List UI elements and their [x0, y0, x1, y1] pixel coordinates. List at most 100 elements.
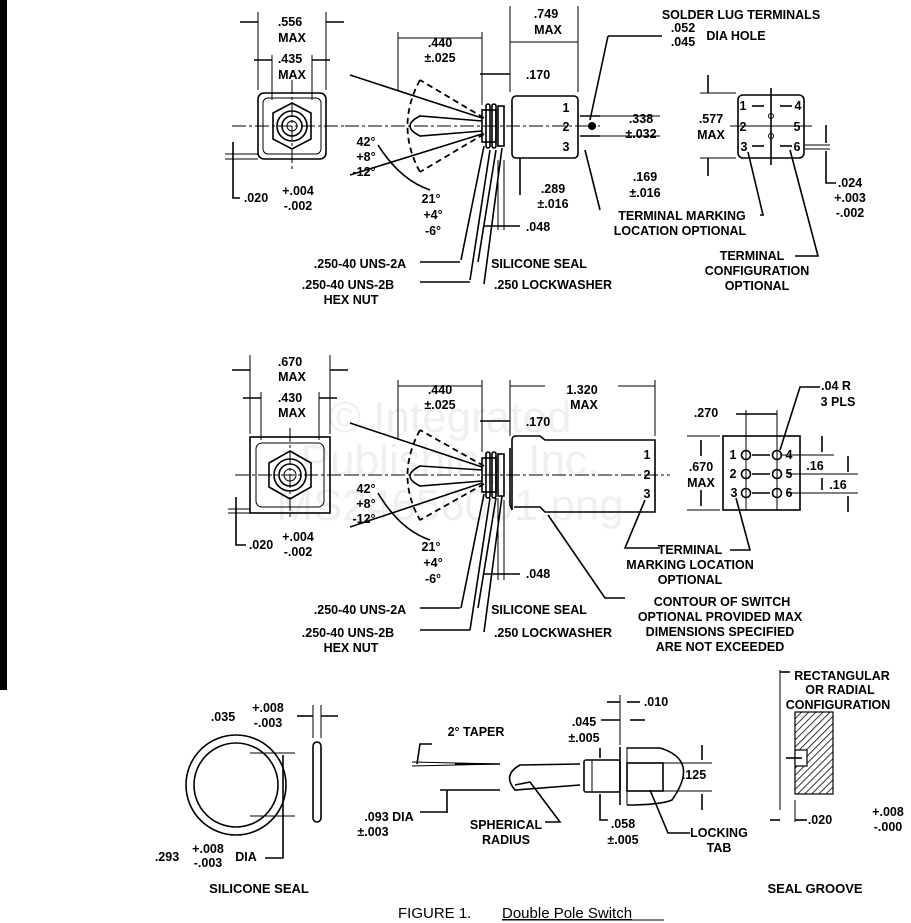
- v1-angle1-plus: +8°: [356, 150, 375, 164]
- v2-angle1-minus: -12°: [352, 512, 375, 526]
- v1-dia-hole: DIA HOLE: [706, 29, 765, 43]
- v1-offset: .020: [244, 191, 268, 205]
- v2-lockwasher: .250 LOCKWASHER: [494, 626, 612, 640]
- v1-angle2-plus: +4°: [423, 208, 442, 222]
- v1-end-pin-5: 5: [794, 120, 801, 134]
- v2-flange: .048: [526, 567, 550, 581]
- v2-angle1-plus: +8°: [356, 497, 375, 511]
- v2-angle1: 42°: [357, 482, 376, 496]
- v1-height: .577: [699, 112, 723, 126]
- v1-body-length-max: MAX: [534, 23, 562, 37]
- v1-seal: SILICONE SEAL: [491, 257, 587, 271]
- page-edge-bar: [0, 0, 7, 690]
- figure-number: FIGURE 1.: [398, 905, 471, 922]
- seal-dia-minus: -.003: [194, 856, 223, 870]
- v2-width-inner-max: MAX: [278, 406, 306, 420]
- v1-end-pin-3: 3: [741, 140, 748, 154]
- lever-height: .125: [682, 768, 706, 782]
- v2-radius: .04 R: [821, 379, 851, 393]
- v1-lug-thickness: .024: [838, 176, 862, 190]
- v1-angle1-minus: -12°: [352, 165, 375, 179]
- v1-end-pin-4: 4: [795, 99, 802, 113]
- v2-angle2-minus: -6°: [425, 572, 441, 586]
- v1-angle1: 42°: [357, 135, 376, 149]
- lever-spherical-1: SPHERICAL: [470, 818, 543, 832]
- v1-thread-b: .250-40 UNS-2B: [302, 278, 394, 292]
- view1-side: [345, 6, 662, 285]
- v2-pin-1: 1: [644, 448, 651, 462]
- v2-pitch-2: .16: [829, 478, 846, 492]
- v2-height: .670: [689, 460, 713, 474]
- v2-pin-spacing: .270: [694, 406, 718, 420]
- v2-radius-places: 3 PLS: [821, 395, 856, 409]
- v1-hex-nut: HEX NUT: [324, 293, 379, 307]
- v1-lug-height-tol: ±.016: [537, 197, 568, 211]
- v2-body-length: 1.320: [566, 383, 597, 397]
- lever-tab-width: .045: [572, 715, 596, 729]
- seal-dia: .293: [155, 850, 179, 864]
- lever-locking-1: LOCKING: [690, 826, 748, 840]
- v1-height-max: MAX: [697, 128, 725, 142]
- v2-marking-3: OPTIONAL: [658, 573, 723, 587]
- v2-contour-2: OPTIONAL PROVIDED MAX: [638, 610, 803, 624]
- v1-lever-tol: ±.025: [424, 51, 455, 65]
- view2-front: [228, 355, 350, 546]
- seal-dia-plus: +.008: [192, 842, 224, 856]
- seal-caption: SILICONE SEAL: [209, 881, 309, 896]
- v1-lug-offset: .169: [633, 170, 657, 184]
- v2-end-pin-4: 4: [786, 448, 793, 462]
- svg-text:Publishing, Inc.: Publishing, Inc.: [301, 436, 599, 485]
- view1-end: [700, 75, 836, 257]
- svg-text:MS24656001.png: MS24656001.png: [276, 481, 623, 530]
- v2-offset-plus: +.004: [282, 530, 314, 544]
- v1-lug-thickness-plus: +.003: [834, 191, 866, 205]
- seal-thickness: .035: [211, 710, 235, 724]
- v2-bushing: .170: [526, 415, 550, 429]
- lever-detail: [411, 695, 712, 834]
- v2-pin-3: 3: [644, 487, 651, 501]
- groove-depth-minus: -.000: [874, 820, 903, 834]
- v1-lockwasher: .250 LOCKWASHER: [494, 278, 612, 292]
- watermark: © Integrated Publishing, Inc. MS24656001…: [276, 393, 623, 530]
- v1-hole-max: .052: [671, 21, 695, 35]
- v2-width-inner: .430: [278, 391, 302, 405]
- v1-end-pin-1: 1: [740, 99, 747, 113]
- v2-marking-1: TERMINAL: [658, 543, 723, 557]
- v1-flange: .048: [526, 220, 550, 234]
- v1-width-outer: .556: [278, 15, 302, 29]
- v2-end-pin-5: 5: [786, 467, 793, 481]
- v1-width-inner: .435: [278, 52, 302, 66]
- v2-end-pin-6: 6: [786, 486, 793, 500]
- lever-taper: 2° TAPER: [448, 725, 505, 739]
- seal-detail: [185, 705, 338, 859]
- groove-depth-plus: +.008: [872, 805, 904, 819]
- view2-side: [345, 380, 670, 633]
- v1-offset-minus: -.002: [284, 199, 313, 213]
- v2-contour-3: DIMENSIONS SPECIFIED: [646, 625, 795, 639]
- v1-pin-1: 1: [563, 101, 570, 115]
- figure-title: Double Pole Switch: [502, 905, 632, 922]
- v1-angle2-minus: -6°: [425, 224, 441, 238]
- v2-end-pin-3: 3: [731, 486, 738, 500]
- v2-width-outer: .670: [278, 355, 302, 369]
- v1-marking-1: TERMINAL MARKING: [618, 209, 746, 223]
- seal-thickness-minus: -.003: [254, 716, 283, 730]
- v1-width-inner-max: MAX: [278, 68, 306, 82]
- v2-lever: .440: [428, 383, 452, 397]
- groove-config-3: CONFIGURATION: [786, 698, 891, 712]
- v1-thread-a: .250-40 UNS-2A: [314, 257, 406, 271]
- v1-config-3: OPTIONAL: [725, 279, 790, 293]
- groove-config-2: OR RADIAL: [805, 683, 875, 697]
- v1-spacing-tol: ±.032: [625, 127, 656, 141]
- v1-marking-2: LOCATION OPTIONAL: [614, 224, 747, 238]
- v1-lug-offset-tol: ±.016: [629, 186, 660, 200]
- v1-pin-3: 3: [563, 140, 570, 154]
- svg-text:© Integrated: © Integrated: [329, 393, 572, 442]
- seal-thickness-plus: +.008: [252, 701, 284, 715]
- v2-end-pin-1: 1: [730, 448, 737, 462]
- lever-spherical-2: RADIUS: [482, 833, 530, 847]
- seal-dia-label: DIA: [235, 850, 257, 864]
- v1-body-length: .749: [534, 7, 558, 21]
- v2-contour-1: CONTOUR OF SWITCH: [654, 595, 791, 609]
